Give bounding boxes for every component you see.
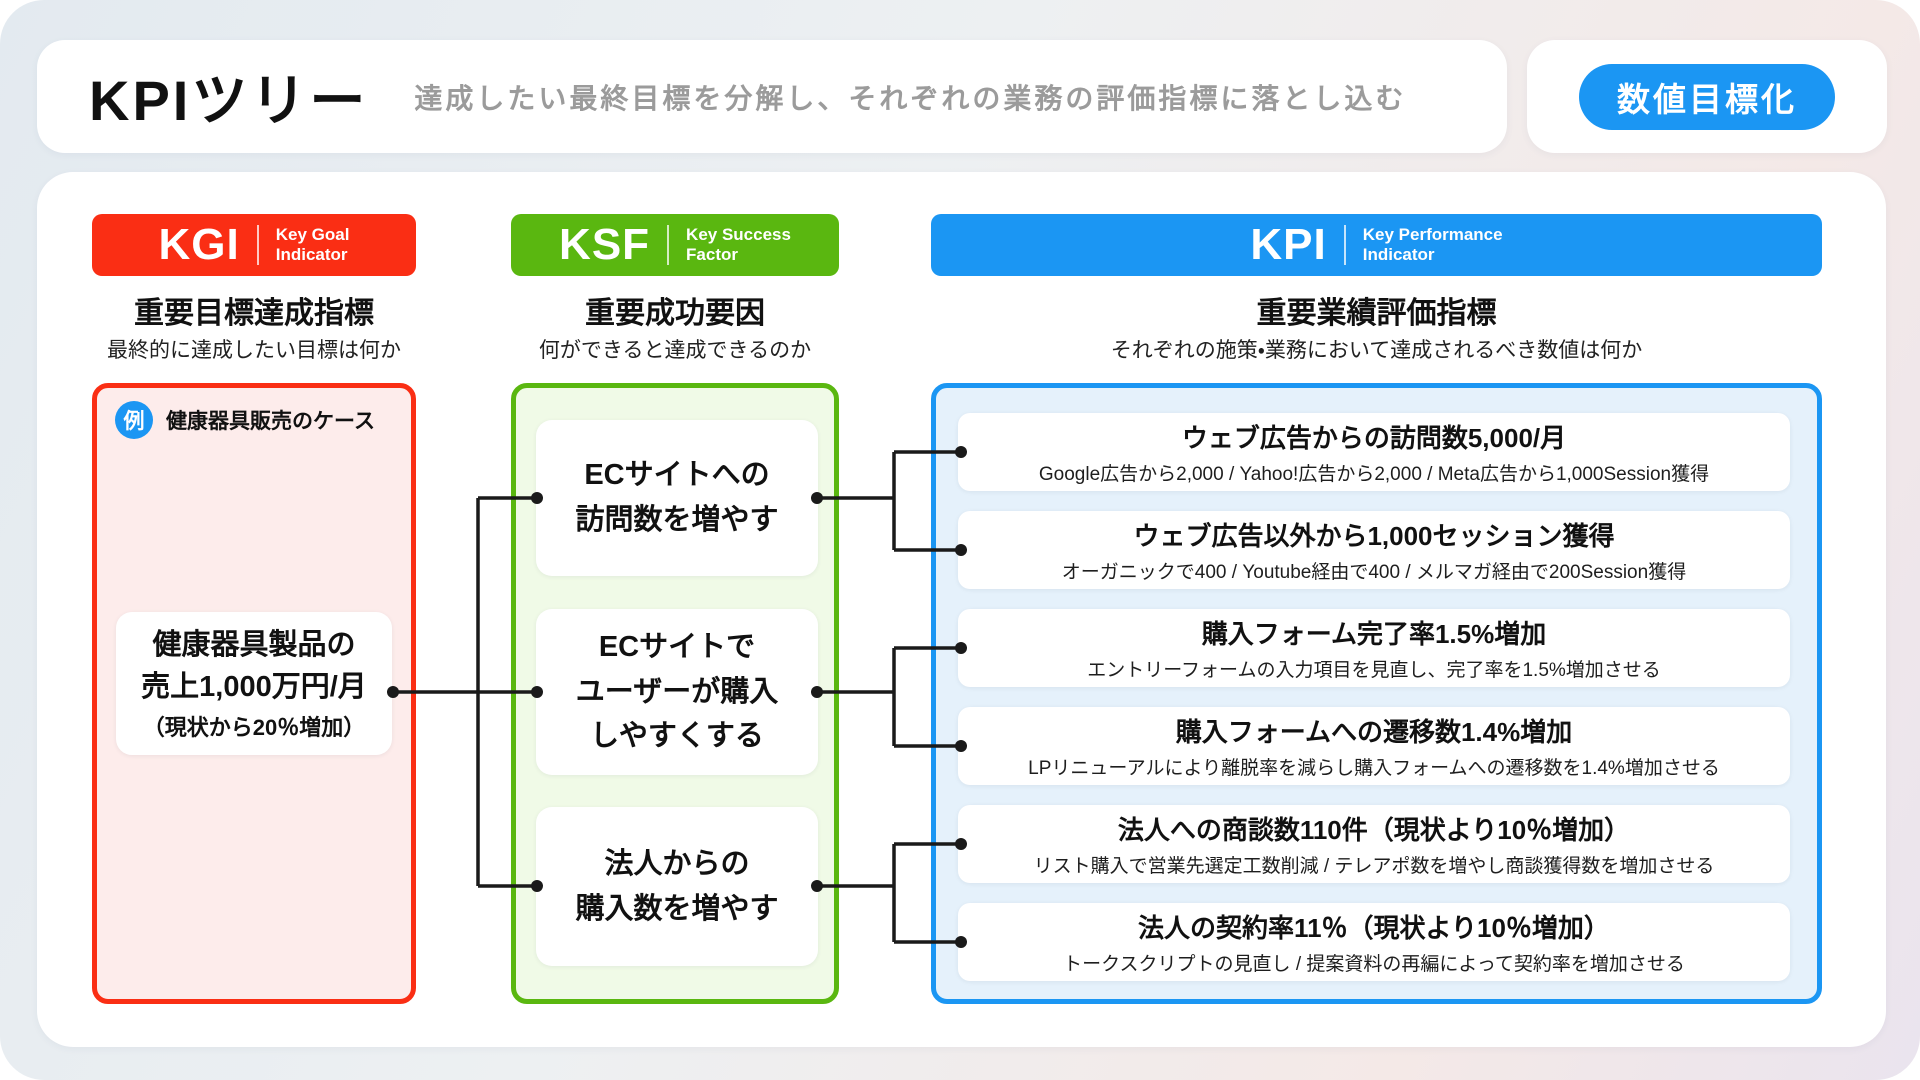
- tree-diagram-panel: KGI Key Goal Indicator KSF Key Success F…: [37, 172, 1886, 1047]
- ksf-item-line: 購入数を増やす: [575, 892, 779, 925]
- kpi-item-card: ウェブ広告からの訪問数5,000/月 Google広告から2,000 / Yah…: [958, 413, 1790, 491]
- kpi-item-title: 法人の契約率11％（現状より10％増加）: [1138, 913, 1610, 943]
- ksf-name-line1: Key Success: [686, 224, 791, 244]
- kpi-full-name: Key Performance Indicator: [1363, 225, 1503, 265]
- ksf-item-line: 訪問数を増やす: [575, 504, 779, 536]
- ksf-full-name: Key Success Factor: [686, 225, 791, 265]
- ksf-item-line: 法人からの: [604, 847, 750, 880]
- kpi-item-card: 購入フォームへの遷移数1.4%増加 LPリニューアルにより離脱率を減らし購入フォ…: [958, 707, 1790, 785]
- kgi-goal-line2: 売上1,000万円/月: [141, 670, 367, 703]
- kgi-name-line2: Indicator: [275, 245, 348, 264]
- ksf-item-card: ECサイトへの 訪問数を増やす: [536, 420, 818, 576]
- kgi-name-line1: Key Goal: [275, 224, 350, 244]
- kpi-item-card: ウェブ広告以外から1,000セッション獲得 オーガニックで400 / Youtu…: [958, 511, 1790, 589]
- kpi-item-card: 法人への商談数110件（現状より10％増加） リスト購入で営業先選定工数削減 /…: [958, 805, 1790, 883]
- kpi-item-title: 購入フォームへの遷移数1.4%増加: [1175, 717, 1573, 747]
- kgi-goal-line3: （現状から20％増加）: [142, 714, 366, 740]
- kpi-name-line2: Indicator: [1362, 245, 1435, 264]
- kpi-item-card: 購入フォーム完了率1.5%増加 エントリーフォームの入力項目を見直し、完了率を1…: [958, 609, 1790, 687]
- kpi-item-desc: エントリーフォームの入力項目を見直し、完了率を1.5%増加させる: [1087, 660, 1661, 681]
- ksf-item-line: ECサイトで: [598, 630, 756, 663]
- kpi-item-title: ウェブ広告以外から1,000セッション獲得: [1133, 521, 1615, 551]
- header-divider: [667, 225, 670, 265]
- kpi-item-title: 法人への商談数110件（現状より10％増加）: [1117, 815, 1631, 845]
- kgi-column-header: KGI Key Goal Indicator: [92, 214, 416, 276]
- example-badge-icon: 例: [115, 401, 153, 439]
- kgi-subtitle: 最終的に達成したい目標は何か: [107, 339, 401, 362]
- kpi-item-desc: LPリニューアルにより離脱率を減らし購入フォームへの遷移数を1.4%増加させる: [1028, 758, 1720, 779]
- kgi-full-name: Key Goal Indicator: [276, 225, 350, 265]
- ksf-subtitle: 何ができると達成できるのか: [538, 339, 812, 362]
- numeric-goal-badge: 数値目標化: [1579, 63, 1835, 130]
- kgi-goal-line1: 健康器具製品の: [152, 629, 356, 662]
- ksf-item-line: しやすくする: [590, 720, 764, 753]
- kpi-item-desc: オーガニックで400 / Youtube経由で400 / メルマガ経由で200S…: [1061, 562, 1687, 583]
- ksf-item-line: ECサイトへの: [584, 459, 770, 492]
- kgi-goal-card: 健康器具製品の 売上1,000万円/月 （現状から20％増加）: [116, 612, 392, 755]
- ksf-name-line2: Factor: [686, 245, 739, 264]
- ksf-item-card: ECサイトで ユーザーが購入 しやすくする: [536, 609, 818, 775]
- kgi-title: 重要目標達成指標: [134, 297, 374, 330]
- kpi-item-card: 法人の契約率11％（現状より10％増加） トークスクリプトの見直し / 提案資料…: [958, 903, 1790, 981]
- ksf-item-line: ユーザーが購入: [575, 675, 779, 708]
- kgi-abbr: KGI: [158, 220, 240, 269]
- kpi-item-desc: Google広告から2,000 / Yahoo!広告から2,000 / Meta…: [1038, 464, 1710, 485]
- kpi-item-desc: トークスクリプトの見直し / 提案資料の再編によって契約率を増加させる: [1063, 954, 1685, 975]
- ksf-abbr: KSF: [559, 220, 651, 269]
- header-card: KPIツリー 達成したい最終目標を分解し、それぞれの業務の評価指標に落とし込む: [37, 40, 1507, 153]
- kpi-item-desc: リスト購入で営業先選定工数削減 / テレアポ数を増やし商談獲得数を増加させる: [1033, 856, 1715, 877]
- ksf-column-header: KSF Key Success Factor: [511, 214, 839, 276]
- kpi-name-line1: Key Performance: [1362, 224, 1503, 244]
- ksf-title: 重要成功要因: [585, 297, 765, 330]
- header-divider: [1343, 225, 1346, 265]
- page-subtitle: 達成したい最終目標を分解し、それぞれの業務の評価指標に落とし込む: [414, 82, 1407, 114]
- page-title: KPIツリー: [89, 69, 369, 132]
- kpi-column-header: KPI Key Performance Indicator: [931, 214, 1822, 276]
- example-label: 健康器具販売のケース: [166, 410, 375, 433]
- kpi-item-title: 購入フォーム完了率1.5%増加: [1201, 619, 1547, 649]
- header-divider: [256, 225, 259, 265]
- ksf-item-card: 法人からの 購入数を増やす: [536, 807, 818, 966]
- kpi-subtitle: それぞれの施策・業務において達成されるべき数値は何か: [1110, 339, 1643, 362]
- kpi-item-title: ウェブ広告からの訪問数5,000/月: [1181, 423, 1567, 453]
- example-row: 例 健康器具販売のケース: [115, 401, 375, 439]
- kpi-abbr: KPI: [1250, 220, 1327, 269]
- kpi-title: 重要業績評価指標: [1256, 297, 1497, 330]
- badge-card: 数値目標化: [1527, 40, 1887, 153]
